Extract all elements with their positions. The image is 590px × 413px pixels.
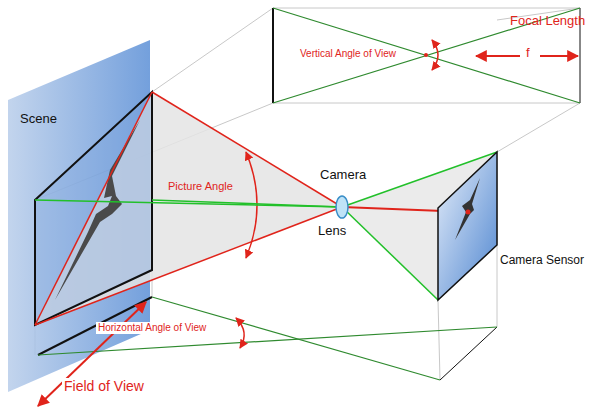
angle-label: Vertical Angle of View — [300, 48, 396, 60]
sensor-center — [466, 210, 471, 215]
sensor-image — [455, 178, 480, 240]
angle-label: Picture Angle — [168, 180, 233, 193]
bird — [55, 120, 140, 300]
scene-label: Scene — [20, 112, 57, 127]
lens — [336, 196, 348, 218]
part-label: Lens — [318, 224, 346, 239]
scene-frame — [35, 92, 152, 325]
horizontal-view-lines — [35, 152, 497, 300]
part-label: Camera — [320, 168, 366, 183]
camera-sensor — [438, 152, 497, 300]
field-of-view-arrow — [38, 302, 146, 406]
part-label: Camera Sensor — [500, 254, 584, 268]
dimension-label: Field of View — [62, 378, 146, 394]
dimension-label: Focal Length — [510, 14, 585, 29]
dimension-label: f — [526, 46, 530, 61]
picture-angle-lines — [35, 92, 468, 325]
angle-label: Horizontal Angle of View — [96, 322, 208, 334]
view-cone — [35, 92, 342, 325]
